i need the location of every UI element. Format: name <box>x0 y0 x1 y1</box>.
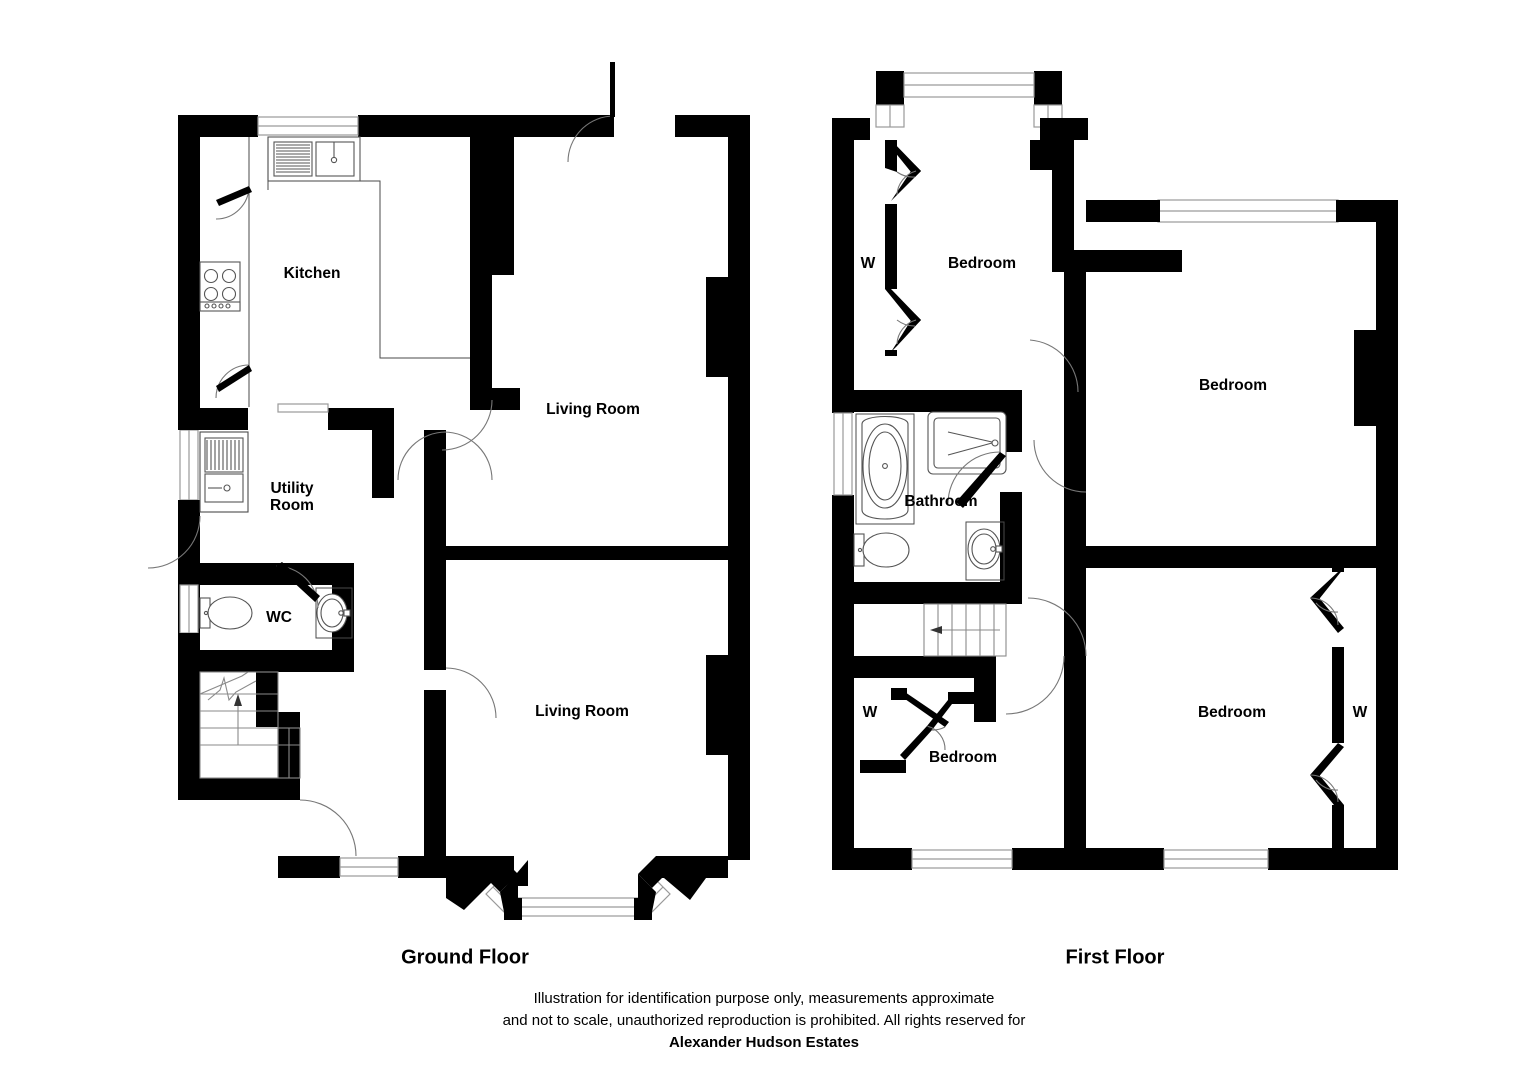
kitchen-sink-unit <box>267 136 361 182</box>
floor-label-ground: Ground Floor <box>401 946 529 968</box>
room-label-utility-line1: Utility <box>270 480 313 497</box>
kitchen-hob <box>199 261 241 312</box>
room-label-living-room-2: Living Room <box>535 703 629 720</box>
ground-floor-outline <box>178 115 359 800</box>
ground-floor-plan: Kitchen Utility Room WC Living Room Livi… <box>147 62 750 968</box>
wc-wash-basin <box>315 587 353 639</box>
room-label-bedroom-3: Bedroom <box>1198 704 1266 721</box>
ground-staircase <box>199 671 301 779</box>
shower-enclosure <box>927 411 1007 475</box>
ground-floor-bay-walls <box>446 856 728 920</box>
room-label-bathroom: Bathroom <box>904 493 977 510</box>
wardrobe-label-3: W <box>1353 704 1368 721</box>
floor-label-first: First Floor <box>1066 946 1165 968</box>
first-floor-plan: Bedroom Bedroom Bedroom Bedroom Bathroom… <box>832 71 1398 968</box>
room-label-bedroom-4: Bedroom <box>929 749 997 766</box>
wardrobe-label-1: W <box>861 255 876 272</box>
utility-doorway-sill <box>277 403 329 413</box>
footer-line-1: Illustration for identification purpose … <box>533 990 995 1007</box>
bath-tub <box>855 413 915 525</box>
first-floor-wardrobes <box>860 140 1344 849</box>
room-label-bedroom-2: Bedroom <box>1199 377 1267 394</box>
bathroom-wash-basin <box>965 521 1005 581</box>
wardrobe-bedroom-1 <box>885 140 921 356</box>
wardrobe-bedroom-3 <box>1309 568 1344 849</box>
ground-floor-walls <box>178 115 750 910</box>
footer-line-2: and not to scale, unauthorized reproduct… <box>502 1012 1026 1029</box>
first-floor-doors <box>947 339 1087 715</box>
first-floor-walls <box>832 71 1398 870</box>
ground-floor-doors <box>147 62 615 857</box>
room-label-wc: WC <box>266 609 292 626</box>
wc-toilet <box>199 596 253 630</box>
room-label-utility-line2: Room <box>270 497 314 514</box>
washing-machine <box>199 431 249 513</box>
footer-line-3: Alexander Hudson Estates <box>668 1034 860 1051</box>
room-label-living-room-1: Living Room <box>546 401 640 418</box>
first-floor-staircase <box>923 603 1007 657</box>
bathroom-toilet <box>853 532 910 568</box>
ground-floor-fixtures <box>199 136 470 779</box>
first-floor-fixtures <box>853 411 1007 657</box>
wardrobe-label-2: W <box>863 704 878 721</box>
room-label-kitchen: Kitchen <box>284 265 341 282</box>
footer-disclaimer: Illustration for identification purpose … <box>0 988 1528 1054</box>
room-label-bedroom-1: Bedroom <box>948 255 1016 272</box>
kitchen-worktop <box>248 137 470 407</box>
wardrobe-bedroom-4 <box>860 688 976 773</box>
